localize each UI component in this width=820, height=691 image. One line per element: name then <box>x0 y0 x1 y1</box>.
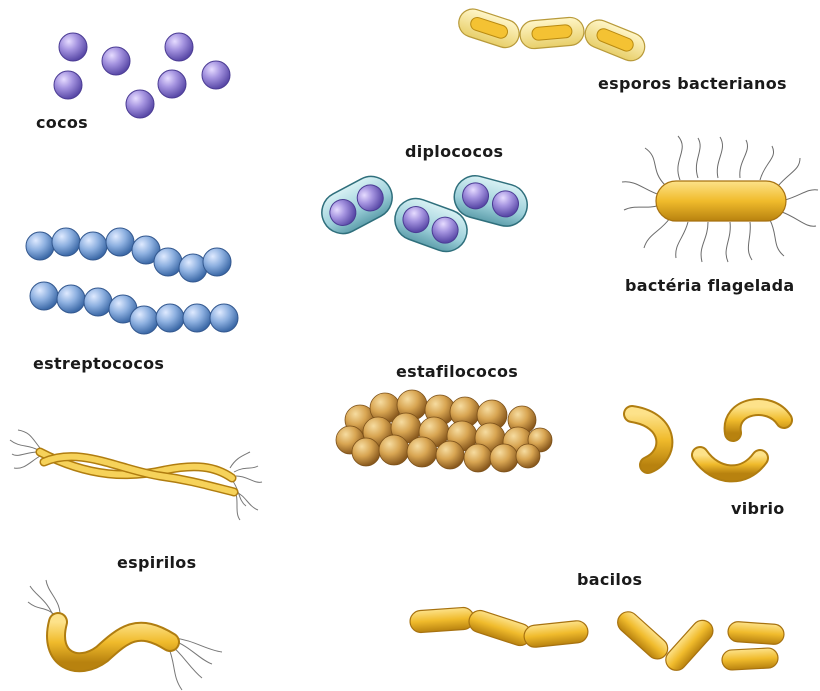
streptococci-illustration <box>26 228 238 334</box>
diplococci-illustration <box>314 169 531 257</box>
label-bacilos: bacilos <box>577 570 642 589</box>
label-estreptococos: estreptococos <box>33 354 164 373</box>
label-cocos: cocos <box>36 113 88 132</box>
label-diplococos: diplococos <box>405 142 503 161</box>
spores-illustration <box>455 5 649 65</box>
cocci-illustration <box>54 33 230 118</box>
label-estafilococos: estafilococos <box>396 362 518 381</box>
vibrio-illustration <box>632 407 784 473</box>
label-esporos-bacterianos: esporos bacterianos <box>598 74 787 93</box>
flagellated-bacterium-illustration <box>622 136 818 262</box>
label-vibrio: vibrio <box>731 499 785 518</box>
spirillum-illustration <box>28 580 222 690</box>
label-bacteria-flagelada: bactéria flagelada <box>625 276 794 295</box>
spirilla-illustration <box>10 430 262 520</box>
label-espirilos: espirilos <box>117 553 196 572</box>
bacilli-illustration <box>409 607 784 675</box>
staphylococci-illustration <box>336 390 552 472</box>
